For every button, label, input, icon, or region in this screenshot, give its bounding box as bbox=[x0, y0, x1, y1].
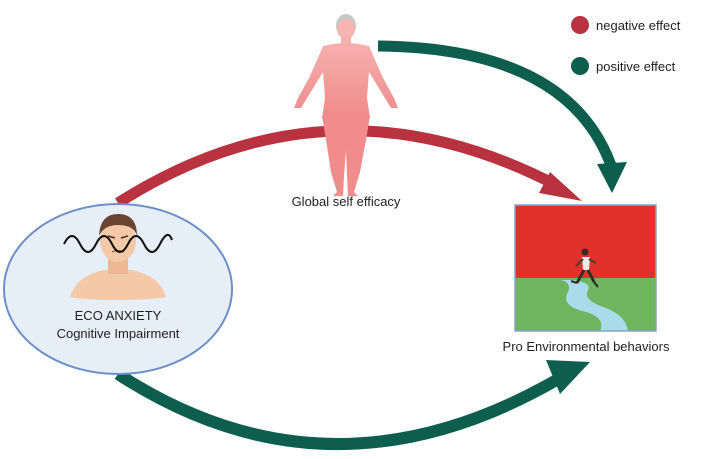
figure-neck bbox=[341, 36, 351, 44]
figure-legs bbox=[322, 116, 370, 196]
stress-wave-icon bbox=[63, 233, 173, 253]
running-person-landscape-icon bbox=[514, 204, 657, 332]
positive-arrow-head-top-icon bbox=[597, 162, 627, 193]
human-figure-icon bbox=[294, 14, 398, 196]
edge-positive-lower bbox=[114, 360, 590, 450]
global-self-efficacy-label: Global self efficacy bbox=[292, 194, 401, 209]
legend-item-negative: negative effect bbox=[571, 16, 681, 34]
positive-arrow-shaft-bottom bbox=[114, 368, 564, 450]
legend-label-positive: positive effect bbox=[596, 59, 676, 74]
face-head bbox=[100, 220, 136, 262]
landscape-river bbox=[560, 280, 628, 331]
legend: negative effect positive effect bbox=[571, 16, 681, 75]
figure-face bbox=[337, 19, 355, 39]
pro-environmental-label: Pro Environmental behaviors bbox=[503, 339, 670, 354]
runner-figure bbox=[570, 248, 599, 288]
negative-arrow-head-icon bbox=[539, 172, 582, 201]
negative-swatch-icon bbox=[571, 16, 589, 34]
eco-anxiety-node: ECO ANXIETY Cognitive Impairment bbox=[3, 203, 233, 375]
positive-arrow-head-bottom-icon bbox=[546, 360, 590, 394]
face-brow-right bbox=[120, 235, 129, 239]
legend-item-positive: positive effect bbox=[571, 57, 676, 75]
face-shoulders bbox=[70, 270, 166, 300]
positive-swatch-icon bbox=[571, 57, 589, 75]
legend-label-negative: negative effect bbox=[596, 18, 681, 33]
figure-torso bbox=[294, 43, 398, 118]
face-brow-left bbox=[107, 235, 116, 239]
face-hair bbox=[99, 214, 137, 236]
edge-positive-person bbox=[377, 40, 627, 193]
eco-anxiety-title: ECO ANXIETY bbox=[75, 308, 162, 323]
eco-anxiety-subtitle: Cognitive Impairment bbox=[57, 326, 180, 341]
positive-arrow-shaft-top bbox=[377, 40, 618, 170]
landscape-frame bbox=[514, 204, 657, 332]
anxious-face-icon bbox=[63, 214, 173, 300]
